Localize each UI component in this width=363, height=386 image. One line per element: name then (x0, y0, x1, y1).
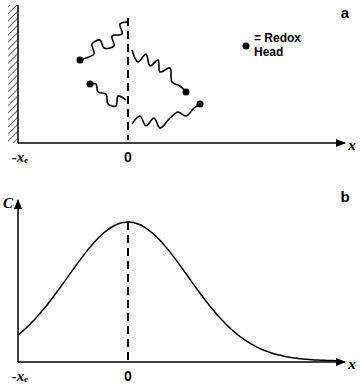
polymer-chain (132, 50, 186, 92)
concentration-curve (18, 222, 342, 361)
axis-tick-label: 0 (124, 369, 132, 383)
polymer-chain (132, 104, 200, 128)
redox-head (87, 81, 94, 88)
polymer-chain (80, 22, 128, 60)
legend-text: = Redox Head (254, 32, 316, 60)
x-axis (18, 142, 345, 144)
redox-head (197, 101, 204, 108)
redox-head (183, 89, 190, 96)
axis-tick-label: 0 (124, 150, 132, 164)
panel-label: a (341, 5, 349, 20)
axis-label: C (3, 196, 13, 211)
redox-head (77, 57, 84, 64)
axis-label: x (348, 138, 356, 153)
axis-tick-label: -xₑ (12, 150, 29, 165)
center-line (127, 18, 129, 140)
panel-label: b (340, 189, 349, 204)
axis-label: x (348, 357, 356, 372)
legend-dot (243, 43, 250, 50)
center-line (127, 222, 129, 360)
polymer-chains (77, 22, 204, 128)
axis-tick-label: -xₑ (12, 369, 29, 384)
x-axis (18, 361, 345, 363)
electrode-wall (17, 5, 19, 143)
electrode-hatch (8, 5, 18, 143)
polymer-chain (90, 84, 126, 107)
c-axis (17, 200, 19, 362)
